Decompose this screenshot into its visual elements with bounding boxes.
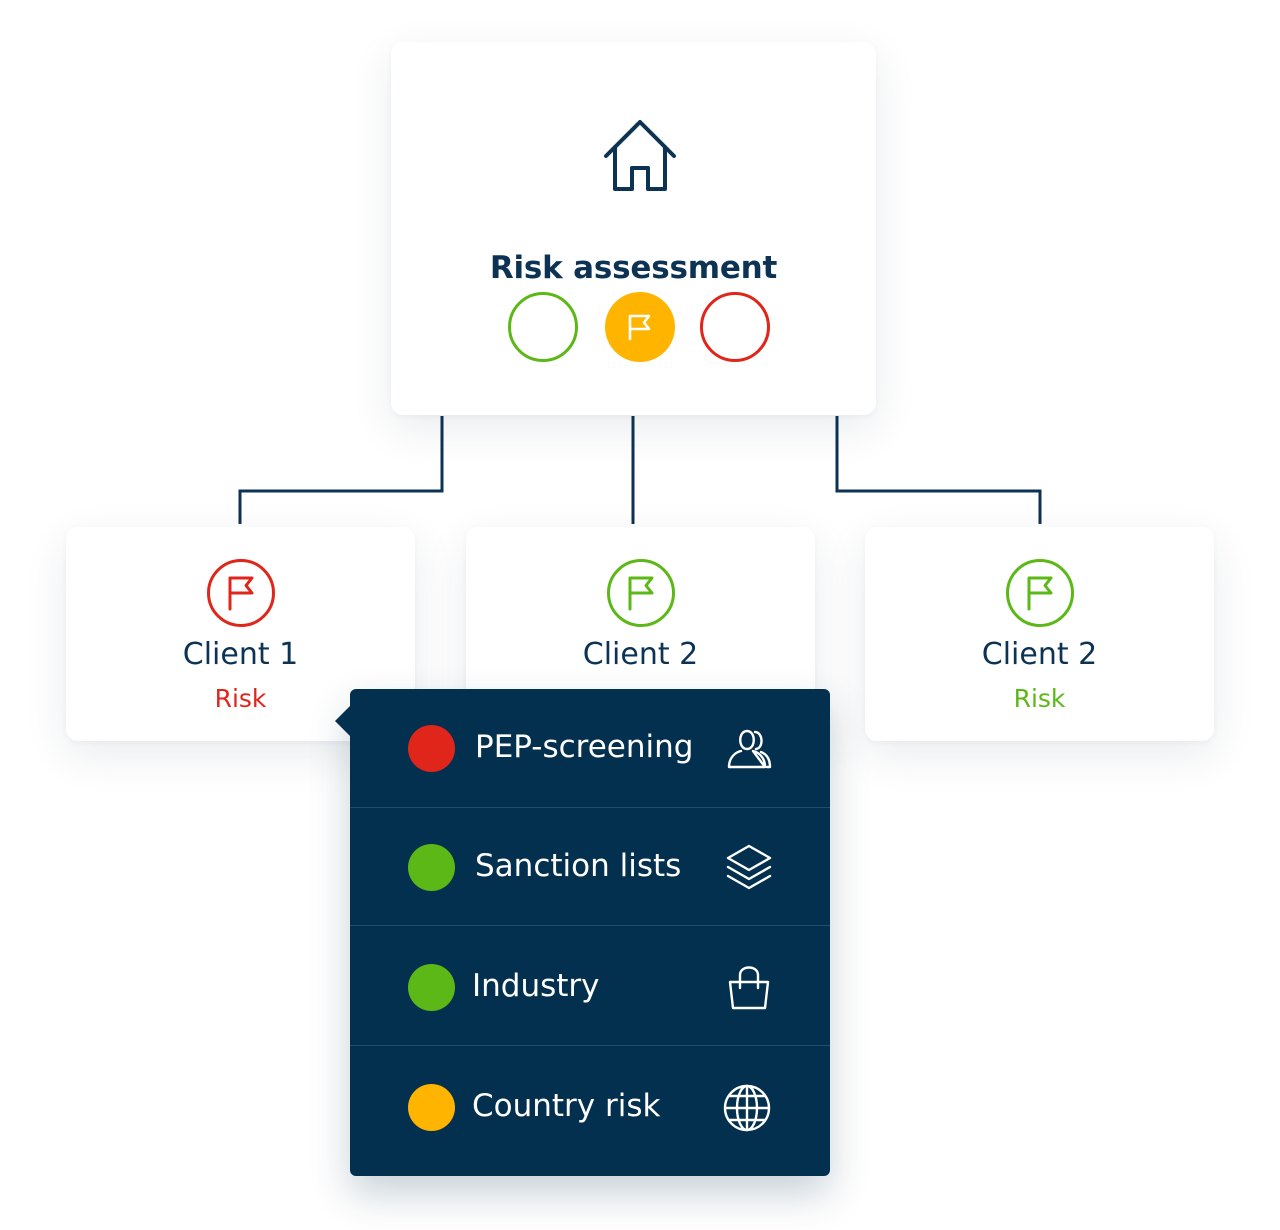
status-dot-red: [408, 725, 455, 772]
list-item-label: Sanction lists: [475, 848, 682, 884]
client-name: Client 1: [182, 637, 299, 672]
status-dot-green: [408, 964, 455, 1011]
page-title: Risk assessment: [489, 250, 778, 286]
list-item-industry[interactable]: Industry: [350, 925, 830, 1045]
client-name: Client 2: [582, 637, 699, 672]
people-icon: [727, 729, 772, 769]
globe-icon: [723, 1084, 771, 1132]
list-item-country-risk[interactable]: Country risk: [350, 1045, 830, 1165]
connector-client-1: [238, 416, 444, 524]
popover-arrow: [335, 706, 350, 736]
client-risk-label: Risk: [1013, 684, 1066, 713]
status-dot-green: [408, 844, 455, 891]
house-icon: [604, 120, 676, 191]
risk-details-popover: PEP-screening Sanction lists Industry: [335, 689, 830, 1176]
status-indicator-red[interactable]: [700, 292, 770, 362]
client-name: Client 2: [981, 637, 1098, 672]
flag-icon: [1006, 559, 1074, 627]
list-item-pep-screening[interactable]: PEP-screening: [350, 689, 830, 809]
list-item-label: Industry: [472, 968, 600, 1004]
status-indicator-amber[interactable]: [605, 292, 675, 362]
flag-icon: [628, 314, 651, 341]
risk-assessment-card[interactable]: Risk assessment: [391, 42, 876, 415]
list-item-label: Country risk: [472, 1088, 661, 1124]
connector-client-3: [835, 416, 1042, 524]
client-card[interactable]: Client 2 Risk: [865, 527, 1214, 741]
flag-icon: [607, 559, 675, 627]
status-indicator-green[interactable]: [508, 292, 578, 362]
status-dot-amber: [408, 1084, 455, 1131]
list-item-sanction-lists[interactable]: Sanction lists: [350, 807, 830, 927]
client-risk-label: Risk: [214, 684, 267, 713]
layers-icon: [726, 844, 772, 890]
flag-icon: [207, 559, 275, 627]
list-item-label: PEP-screening: [475, 729, 694, 765]
shopping-bag-icon: [728, 966, 770, 1010]
